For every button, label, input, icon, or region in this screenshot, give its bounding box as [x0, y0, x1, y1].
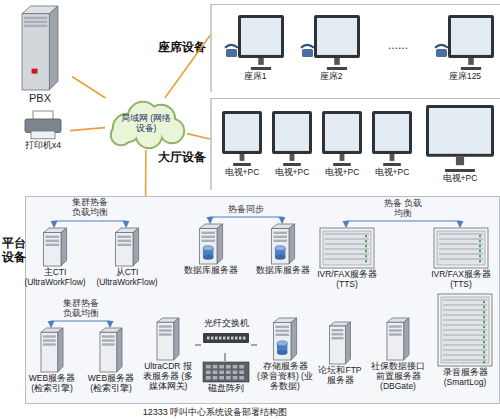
- network-link: [187, 134, 210, 139]
- switch-icon: [202, 331, 250, 345]
- tower-icon: [92, 327, 130, 373]
- tv-pc: 电视+PC: [218, 109, 266, 185]
- group-heading: 平台设备: [1, 237, 27, 265]
- database-server: 数据库服务器: [253, 223, 313, 281]
- seat-band: 座席设备座席1座席2座席125: [210, 4, 500, 92]
- tv-icon: [220, 109, 264, 167]
- seat-terminal: 座席1: [224, 13, 286, 87]
- seat-icon: [434, 13, 496, 71]
- node-label: PBX: [29, 92, 51, 105]
- network-cloud: 局域网 (网络设备): [105, 98, 187, 150]
- seat-icon: [300, 13, 362, 71]
- fiber-switch: 光纤交换机: [201, 319, 251, 353]
- report-server: UltraCDR 报表服务器 (多媒体网关): [141, 317, 195, 403]
- node-label: 录音服务器 (SmartLog): [433, 368, 497, 388]
- node-label: 存储服务器 (录音资料) (业务数据): [257, 362, 313, 391]
- edge-label: 集群热备 负载均衡: [58, 299, 104, 319]
- node-label: 论坛和FTP 服务器: [315, 366, 365, 386]
- node-label: IVR/FAX服务器 (TTS): [314, 270, 380, 290]
- node-label: 社保数据接口 前置服务器 (DBGate): [367, 362, 429, 391]
- pbx-icon: [9, 5, 71, 91]
- tower-icon: [35, 227, 75, 267]
- network-link: [145, 150, 147, 196]
- seat-terminal: 座席125: [434, 13, 496, 87]
- node-label: WEB服务器 (检索引擎): [27, 374, 77, 394]
- db-icon: [265, 317, 305, 361]
- tv-icon: [424, 103, 496, 173]
- node-label: 主CTI (UltraWorkFlow): [21, 268, 89, 288]
- disk-icon: [202, 361, 250, 383]
- cti-server: 从CTI (UltraWorkFlow): [93, 227, 161, 295]
- seat-terminal: 座席2: [300, 13, 362, 87]
- ellipsis-label: ......: [376, 38, 420, 52]
- tv-pc: 电视+PC: [368, 109, 416, 185]
- node-label: 光纤交换机: [204, 319, 249, 329]
- node-label: 打印机x4: [25, 141, 61, 151]
- forum-server: 论坛和FTP 服务器: [315, 321, 365, 401]
- printer-icon: [23, 110, 63, 140]
- node-label: 座席1: [244, 72, 267, 82]
- web-server: WEB服务器 (检索引擎): [85, 327, 137, 403]
- node-label: UltraCDR 报表服务器 (多媒体网关): [141, 362, 195, 391]
- hall-band: 大厅设备电视+PC电视+PC电视+PC电视+PC电视+PC: [210, 98, 500, 190]
- tower-icon: [322, 321, 358, 365]
- rack-icon: [437, 293, 493, 367]
- node-label: 数据库服务器: [184, 266, 238, 276]
- tower-icon: [149, 317, 187, 361]
- db-icon: [191, 223, 231, 265]
- ivr-server: IVR/FAX服务器 (TTS): [314, 227, 380, 295]
- node-label: 座席2: [320, 72, 343, 82]
- node-label: 电视+PC: [375, 168, 410, 178]
- edge-label: 集群热备 负载均衡: [68, 198, 112, 218]
- group-heading: 大厅设备: [156, 151, 208, 165]
- node-label: 电视+PC: [443, 174, 478, 184]
- db-icon: [263, 223, 303, 265]
- rack-icon: [433, 227, 489, 269]
- printer: 打印机x4: [16, 110, 70, 156]
- node-label: 磁盘阵列: [208, 384, 244, 394]
- edge-label: 热备同步: [224, 205, 268, 215]
- node-label: WEB服务器 (检索引擎): [85, 374, 137, 394]
- tv-icon: [270, 109, 314, 167]
- node-label: IVR/FAX服务器 (TTS): [426, 270, 496, 290]
- network-link: [70, 128, 105, 131]
- storage-server: 存储服务器 (录音资料) (业务数据): [257, 317, 313, 403]
- database-server: 数据库服务器: [181, 223, 241, 281]
- tower-icon: [107, 227, 147, 267]
- node-label: 电视+PC: [275, 168, 310, 178]
- tv-pc: 电视+PC: [318, 109, 366, 185]
- recording-server: 录音服务器 (SmartLog): [433, 293, 497, 403]
- gateway-server: 社保数据接口 前置服务器 (DBGate): [367, 317, 429, 403]
- node-label: 局域网 (网络设备): [105, 98, 187, 150]
- rack-icon: [319, 227, 375, 269]
- network-link: [72, 77, 105, 98]
- disk-array: 磁盘阵列: [199, 361, 253, 401]
- node-label: 从CTI (UltraWorkFlow): [93, 268, 161, 288]
- figure-caption: 12333 呼叫中心系统设备部署结构图: [90, 406, 340, 419]
- tv-pc: 电视+PC: [268, 109, 316, 185]
- seat-icon: [224, 13, 286, 71]
- tv-icon: [320, 109, 364, 167]
- tv-pc: 电视+PC: [422, 103, 498, 187]
- node-label: 座席125: [449, 72, 481, 82]
- tower-icon: [379, 317, 417, 361]
- node-label: 电视+PC: [225, 168, 260, 178]
- group-heading: 座席设备: [156, 41, 208, 55]
- tower-icon: [33, 327, 71, 373]
- node-label: 电视+PC: [325, 168, 360, 178]
- cti-server: 主CTI (UltraWorkFlow): [21, 227, 89, 295]
- node-label: 数据库服务器: [256, 266, 310, 276]
- pbx-server: PBX: [8, 5, 72, 107]
- web-server: WEB服务器 (检索引擎): [27, 327, 77, 403]
- ivr-server: IVR/FAX服务器 (TTS): [426, 227, 496, 295]
- tv-icon: [370, 109, 414, 167]
- edge-label: 热备 负载均衡: [381, 199, 425, 219]
